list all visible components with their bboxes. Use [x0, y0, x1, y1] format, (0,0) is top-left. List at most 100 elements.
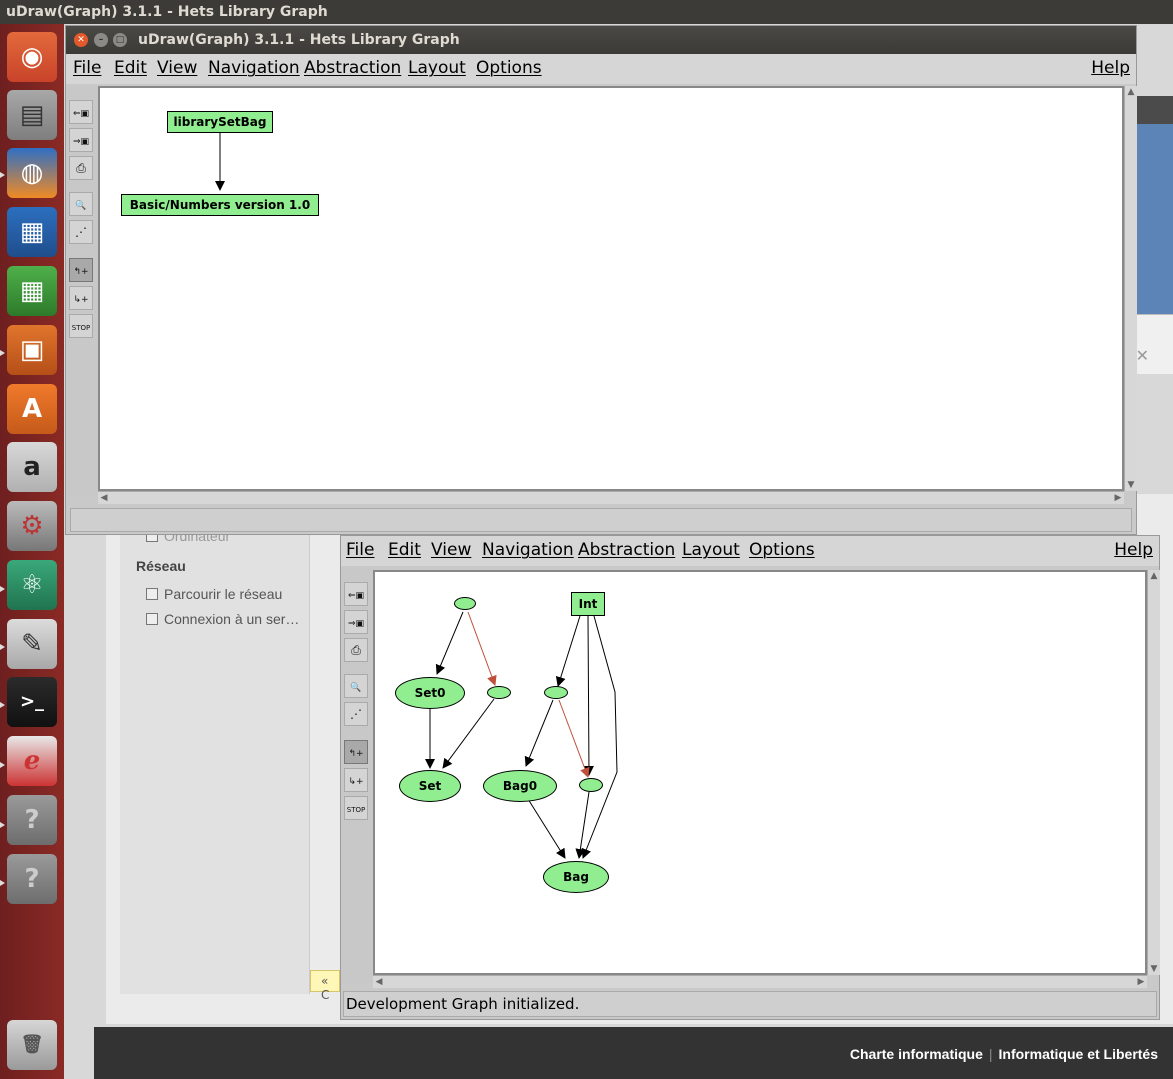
launcher-files-button[interactable]: ▤: [7, 90, 57, 140]
print-button[interactable]: ⎙: [344, 638, 368, 662]
menu-file[interactable]: File: [346, 540, 375, 560]
menu-view[interactable]: View: [431, 540, 472, 560]
horizontal-scrollbar[interactable]: ◀ ▶: [373, 975, 1147, 988]
sidebar-item-browse-network[interactable]: Parcourir le réseau: [146, 586, 282, 602]
menu-file[interactable]: File: [73, 58, 102, 78]
launcher-amazon-button[interactable]: a: [7, 442, 57, 492]
atom-icon: ⚛: [20, 570, 44, 600]
sidebar-item-connect-server[interactable]: Connexion à un ser…: [146, 611, 299, 627]
edge: [555, 615, 581, 687]
tool-b-icon: ↳+: [73, 295, 89, 305]
menu-options[interactable]: Options: [476, 58, 542, 78]
node-int[interactable]: Int: [571, 592, 605, 616]
scroll-down-icon[interactable]: ▼: [1127, 480, 1135, 490]
node-anonymous[interactable]: [579, 778, 603, 792]
node-anonymous[interactable]: [487, 686, 511, 699]
file-manager-sidebar: Ordinateur Réseau Parcourir le réseau Co…: [120, 514, 310, 994]
text-editor-icon: ✎: [21, 629, 43, 659]
load-button[interactable]: ⇐▣: [344, 582, 368, 606]
stop-button[interactable]: STOP: [69, 314, 93, 338]
network-icon: [146, 588, 158, 600]
background-dialog-strip: [1137, 314, 1173, 374]
menu-edit[interactable]: Edit: [388, 540, 421, 560]
launcher-system-settings-button[interactable]: ⚙: [7, 501, 57, 551]
node-basic-numbers[interactable]: Basic/Numbers version 1.0: [121, 194, 319, 216]
tool-a-button[interactable]: ↰+: [69, 258, 93, 282]
node-set[interactable]: Set: [399, 770, 461, 802]
launcher-calc-button[interactable]: ▦: [7, 266, 57, 316]
vertical-scrollbar[interactable]: ▲ ▼: [1124, 86, 1137, 491]
menu-view[interactable]: View: [157, 58, 198, 78]
graph-canvas[interactable]: Int Set0 Set Bag0 Bag: [373, 570, 1147, 975]
vertical-scrollbar[interactable]: ▲ ▼: [1147, 570, 1160, 975]
graph-edges: [215, 133, 225, 191]
launcher-atom-button[interactable]: ⚛: [7, 560, 57, 610]
node-bag0[interactable]: Bag0: [483, 770, 557, 802]
launcher-writer-button[interactable]: ▦: [7, 207, 57, 257]
menu-options[interactable]: Options: [749, 540, 815, 560]
scroll-up-icon[interactable]: ▲: [1150, 571, 1158, 581]
tool-a-button[interactable]: ↰+: [344, 740, 368, 764]
top-panel-title: uDraw(Graph) 3.1.1 - Hets Library Graph: [0, 0, 1173, 24]
menu-layout[interactable]: Layout: [408, 58, 466, 78]
running-indicator: [0, 644, 5, 650]
launcher-software-center-button[interactable]: A: [7, 384, 57, 434]
close-icon[interactable]: ✕: [74, 33, 88, 47]
launcher-unknown-app-button[interactable]: ?: [7, 795, 57, 845]
menu-layout[interactable]: Layout: [682, 540, 740, 560]
save-button[interactable]: ⇒▣: [69, 128, 93, 152]
scroll-up-icon[interactable]: ▲: [1127, 87, 1135, 97]
tool-b-button[interactable]: ↳+: [344, 768, 368, 792]
scroll-left-icon[interactable]: ◀: [375, 977, 383, 987]
menu-abstraction[interactable]: Abstraction: [304, 58, 402, 78]
close-icon[interactable]: ✕: [1135, 346, 1149, 365]
menu-navigation[interactable]: Navigation: [482, 540, 574, 560]
menu-navigation[interactable]: Navigation: [208, 58, 300, 78]
node-anonymous[interactable]: [454, 597, 476, 610]
launcher-firefox-button[interactable]: ◍: [7, 148, 57, 198]
footer-link-charte[interactable]: Charte informatique: [849, 1046, 983, 1062]
scroll-right-icon[interactable]: ▶: [1137, 977, 1145, 987]
firefox-icon: ◍: [20, 158, 44, 188]
tool-palette: ⇐▣ ⇒▣ ⎙ 🔍 ⋰ ↰+ ↳+ STOP: [66, 86, 98, 496]
window-titlebar[interactable]: ✕ – □ uDraw(Graph) 3.1.1 - Hets Library …: [66, 26, 1136, 54]
launcher-unknown-app-button[interactable]: ?: [7, 854, 57, 904]
node-set0[interactable]: Set0: [395, 677, 465, 709]
launcher-terminal-button[interactable]: >_: [7, 677, 57, 727]
maximize-icon[interactable]: □: [113, 33, 127, 47]
tool-b-button[interactable]: ↳+: [69, 286, 93, 310]
node-library-set-bag[interactable]: librarySetBag: [167, 111, 273, 133]
launcher-pdf-viewer-button[interactable]: ℯ: [7, 736, 57, 786]
zoom-button[interactable]: 🔍: [344, 674, 368, 698]
edge-red: [467, 611, 497, 686]
menu-edit[interactable]: Edit: [114, 58, 147, 78]
launcher-impress-button[interactable]: ▣: [7, 325, 57, 375]
scroll-left-icon[interactable]: ◀: [100, 493, 108, 503]
layout-tree-button[interactable]: ⋰: [69, 220, 93, 244]
status-bar: Development Graph initialized.: [343, 991, 1157, 1017]
graph-canvas[interactable]: librarySetBag Basic/Numbers version 1.0: [98, 86, 1124, 491]
launcher-trash-button[interactable]: 🗑: [7, 1020, 57, 1070]
node-bag[interactable]: Bag: [543, 861, 609, 893]
load-icon: ⇐▣: [72, 109, 90, 119]
menu-help[interactable]: Help: [1091, 58, 1130, 78]
menu-abstraction[interactable]: Abstraction: [578, 540, 676, 560]
launcher-text-editor-button[interactable]: ✎: [7, 619, 57, 669]
node-anonymous[interactable]: [544, 686, 568, 699]
save-button[interactable]: ⇒▣: [344, 610, 368, 634]
print-button[interactable]: ⎙: [69, 156, 93, 180]
menu-help[interactable]: Help: [1114, 540, 1153, 560]
minimize-icon[interactable]: –: [94, 33, 108, 47]
terminal-icon: >_: [19, 691, 45, 712]
load-button[interactable]: ⇐▣: [69, 100, 93, 124]
collapse-tab[interactable]: « C: [310, 970, 340, 1002]
scroll-down-icon[interactable]: ▼: [1150, 964, 1158, 974]
layout-tree-button[interactable]: ⋰: [344, 702, 368, 726]
scroll-right-icon[interactable]: ▶: [1114, 493, 1122, 503]
stop-button[interactable]: STOP: [344, 796, 368, 820]
horizontal-scrollbar[interactable]: ◀ ▶: [98, 491, 1124, 504]
zoom-button[interactable]: 🔍: [69, 192, 93, 216]
unknown-app-icon: ?: [24, 805, 40, 835]
launcher-ubuntu-dash-button[interactable]: ◉: [7, 32, 57, 82]
footer-link-libertes[interactable]: Informatique et Libertés: [998, 1046, 1158, 1062]
